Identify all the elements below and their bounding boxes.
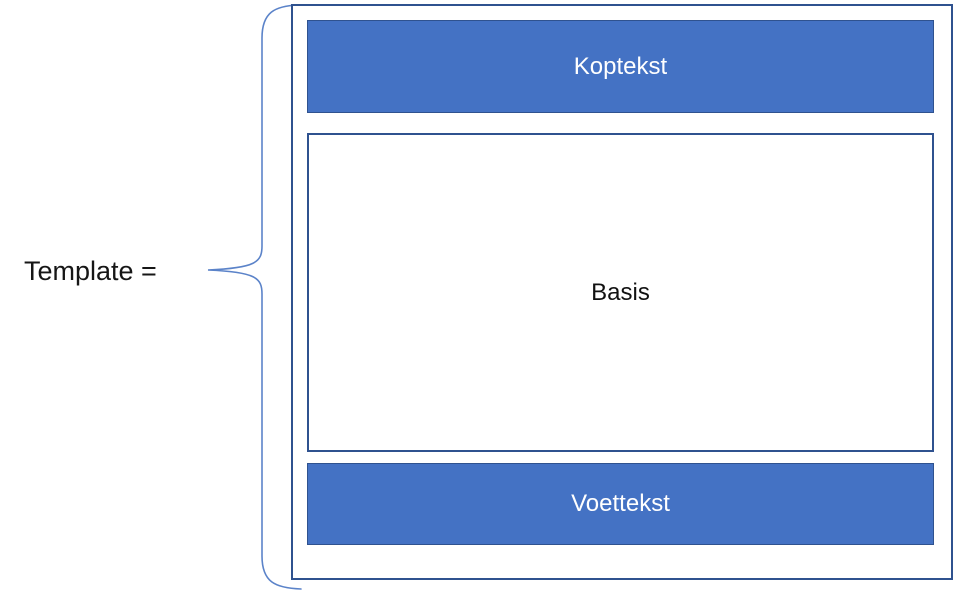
header-bar-label: Koptekst <box>573 52 668 80</box>
header-bar: Koptekst <box>307 20 934 113</box>
template-label: Template = <box>24 256 157 286</box>
basis-box: Basis <box>307 133 934 452</box>
basis-box-label: Basis <box>591 278 650 306</box>
footer-bar-label: Voettekst <box>571 490 670 517</box>
footer-bar: Voettekst <box>307 463 934 545</box>
